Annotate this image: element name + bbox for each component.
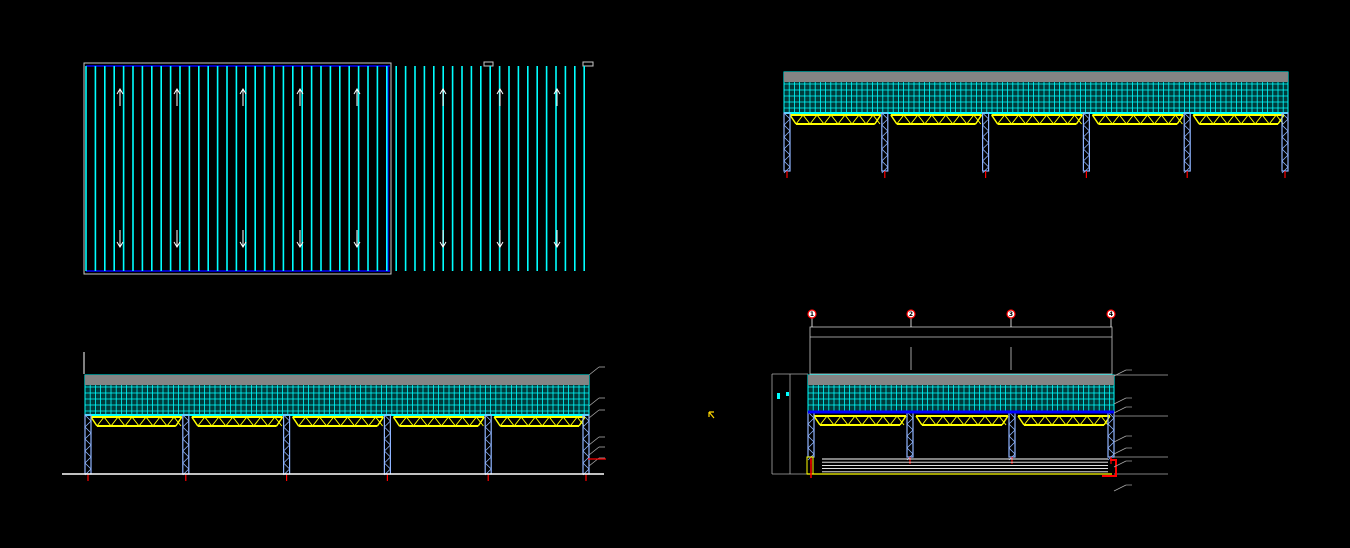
annotation-leader (588, 397, 600, 407)
down-arrow-icon (239, 230, 247, 248)
truss-bay (392, 416, 485, 427)
truss-bay (291, 416, 385, 427)
annotation-leader (1113, 369, 1127, 377)
up-arrow-icon (239, 88, 247, 106)
annotation-leader (1113, 435, 1127, 443)
up-arrow-icon (296, 88, 304, 106)
plan-frame-left (83, 62, 392, 275)
grid-bubble-label: 4 (1109, 311, 1113, 318)
annotation-leader (588, 446, 600, 456)
lattice-column (1281, 112, 1289, 178)
truss-bay (890, 114, 983, 125)
down-arrow-icon (353, 230, 361, 248)
up-arrow-icon (116, 88, 124, 106)
side-wall-mark (777, 393, 780, 399)
annotation-leader (1113, 397, 1127, 405)
down-arrow-icon (553, 230, 561, 248)
truss-bay (990, 114, 1084, 125)
grid-bubble: 3 (1006, 309, 1016, 327)
truss-bay (789, 114, 882, 125)
up-arrow-icon (553, 88, 561, 106)
side-wall-mark (786, 392, 789, 396)
grid-bubble-label: 2 (909, 311, 913, 318)
truss-bay (813, 415, 907, 426)
front-elevation-top[interactable] (783, 71, 1289, 178)
truss-bay (1017, 415, 1111, 426)
side-elevation-view[interactable]: 1 2 3 4 (771, 309, 1168, 492)
down-arrow-icon (173, 230, 181, 248)
plan-frame-notch (483, 61, 494, 67)
truss-bay (915, 415, 1009, 426)
roof-plan-view[interactable] (83, 61, 594, 275)
grid-bubble: 4 (1106, 309, 1116, 327)
lattice-column (1183, 112, 1191, 178)
truss-bay (191, 416, 284, 427)
truss-bay (1091, 114, 1184, 125)
annotation-leader (1113, 406, 1127, 414)
down-arrow-icon (496, 230, 504, 248)
truss-bay (90, 416, 183, 427)
plan-frame-notch-right (582, 61, 594, 67)
grid-bubble-label: 3 (1009, 311, 1013, 318)
annotation-leader (588, 436, 600, 446)
grid-bubble: 2 (906, 309, 916, 327)
side-upper-frame (809, 326, 1113, 375)
truss-bay (1192, 114, 1285, 125)
annotation-leader (588, 409, 600, 419)
cursor-marker-icon (708, 411, 715, 419)
down-arrow-icon (296, 230, 304, 248)
annotation-leader (588, 366, 600, 376)
truss-bay (493, 416, 586, 427)
down-arrow-icon (439, 230, 447, 248)
annotation-leader (1113, 460, 1127, 468)
lattice-column (881, 112, 889, 178)
lattice-column (981, 112, 990, 178)
down-arrow-icon (116, 230, 124, 248)
grid-bubble: 1 (807, 309, 817, 327)
up-arrow-icon (496, 88, 504, 106)
lattice-column (783, 112, 791, 178)
stair-red-mark-right (1102, 459, 1117, 477)
grid-bubble-label: 1 (810, 311, 814, 318)
annotation-leader (1113, 447, 1127, 455)
annotation-leader (1113, 484, 1127, 492)
up-arrow-icon (353, 88, 361, 106)
front-elevation-bottom[interactable] (62, 352, 606, 481)
up-arrow-icon (173, 88, 181, 106)
up-arrow-icon (439, 88, 447, 106)
lattice-column (1082, 112, 1091, 178)
